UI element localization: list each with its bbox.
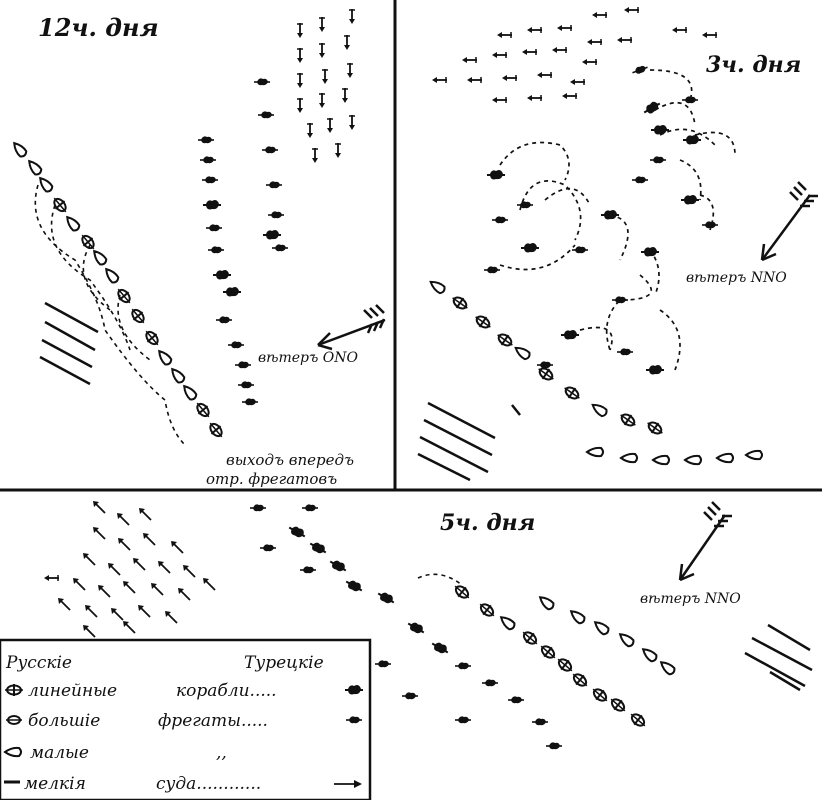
wind-arrow-12 <box>317 304 386 351</box>
wind-label-5: вѣтеръ NNO <box>640 591 741 607</box>
russian-column-12 <box>10 139 228 442</box>
wind-label-12: вѣтеръ ONO <box>258 350 359 366</box>
time-label-3: 3ч. дня <box>706 52 801 78</box>
legend-row2-russian: большіе <box>28 711 100 731</box>
turkish-small-craft-12 <box>296 8 356 164</box>
panel-12-oclock: 12ч. дня <box>10 8 386 488</box>
turkish-turning-tracks <box>499 69 736 371</box>
legend-row3-turkish: ,, <box>216 743 227 763</box>
legend-row1-russian: линейные <box>28 681 117 701</box>
legend-row1-turkish: корабли..... <box>176 681 277 701</box>
russian-small-row-3 <box>586 446 763 466</box>
turkish-column-12b <box>253 77 289 252</box>
turkish-small-craft-5 <box>43 500 216 638</box>
frigate-note-line2: отр. фрегатовъ <box>206 470 337 488</box>
russian-tracks-5 <box>417 573 463 586</box>
time-label-5: 5ч. дня <box>440 510 535 536</box>
russian-course-tracks <box>34 184 186 446</box>
russian-column-3 <box>427 277 667 440</box>
legend: Русскіе Турецкіе линейные корабли..... б… <box>0 638 372 800</box>
small-craft-5 <box>744 623 813 692</box>
turkish-column-12a <box>197 135 259 407</box>
legend-header-russian: Русскіе <box>5 653 72 673</box>
turkish-fleet-3 <box>483 63 719 376</box>
time-label-12: 12ч. дня <box>38 13 159 42</box>
frigate-note-line1: выходъ впередъ <box>226 451 354 469</box>
small-craft-arrow-legend <box>334 780 362 788</box>
turkish-small-craft-3 <box>431 6 718 104</box>
russian-column-5a <box>450 580 650 732</box>
wind-arrow-3 <box>760 181 818 262</box>
panel-3-oclock: 3ч. дня <box>417 6 818 482</box>
panel-5-oclock: 5ч. дня <box>43 500 813 751</box>
legend-row4-turkish: суда............ <box>156 774 261 794</box>
wind-label-3: вѣтеръ NNO <box>686 270 787 286</box>
legend-row4-russian: мелкія <box>24 774 86 794</box>
legend-row2-turkish: фрегаты..... <box>158 711 268 731</box>
panel-frame <box>0 0 822 492</box>
small-craft-3 <box>417 401 521 482</box>
legend-row3-russian: малые <box>30 743 89 763</box>
wind-arrow-5 <box>678 501 732 582</box>
legend-header-turkish: Турецкіе <box>244 653 324 673</box>
small-craft-12 <box>39 301 99 386</box>
